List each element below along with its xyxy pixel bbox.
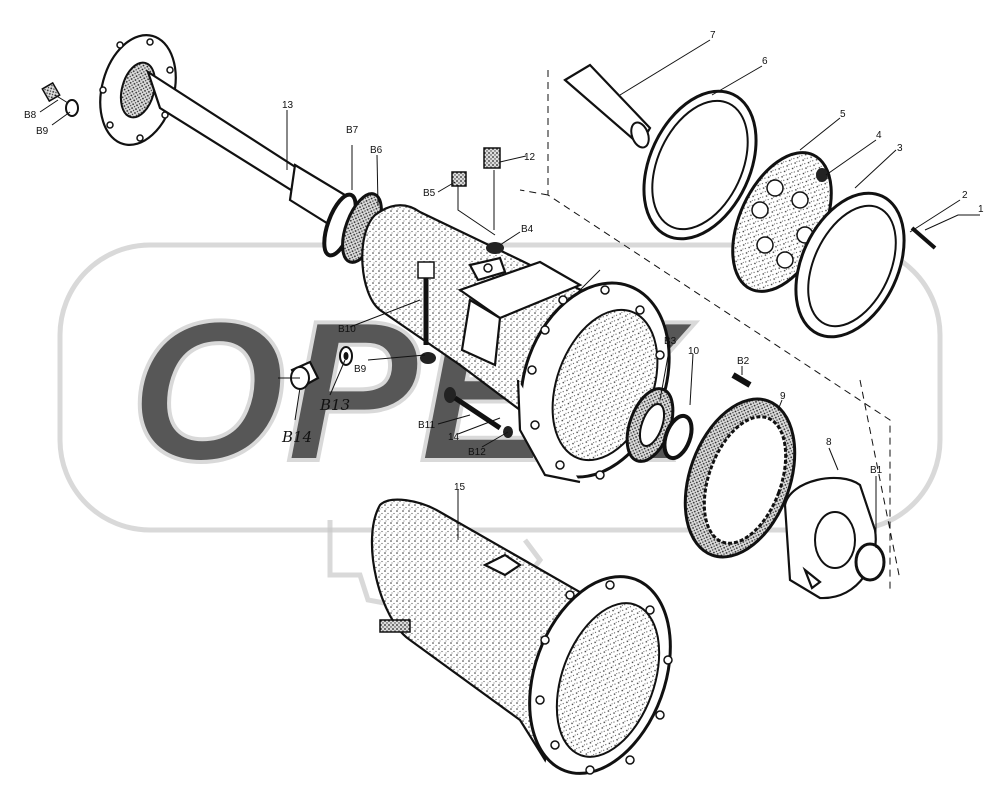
callout-5: 5: [840, 109, 846, 120]
callout-b6: B6: [370, 145, 383, 156]
callout-4: 4: [876, 130, 882, 141]
pin-b2: [731, 372, 752, 388]
callout-b14: B14: [281, 428, 312, 446]
callout-7: 7: [710, 30, 716, 41]
callout-15: 15: [454, 482, 466, 493]
callout-b11: B11: [418, 420, 435, 431]
callout-b1: B1: [870, 465, 883, 476]
callout-b9-mid: B9: [354, 364, 367, 375]
sun-gear-shaft: [563, 63, 652, 149]
callout-1: 1: [978, 204, 984, 215]
bearing-b3: [625, 387, 694, 463]
planet-carrier: [783, 476, 886, 600]
callout-b3: B3: [664, 336, 677, 347]
callout-labels: 1 2 3 4 5 6 7 8 9 10 12 13 14 15 B1 B2 B…: [24, 30, 984, 493]
bolt-b8: [41, 81, 79, 117]
callout-b9-top: B9: [36, 126, 49, 137]
outer-housing: [370, 498, 673, 775]
callout-2: 2: [962, 190, 968, 201]
leader-lines: [39, 39, 980, 548]
callout-b8: B8: [24, 110, 37, 121]
ring-gear: [683, 397, 797, 559]
callout-14: 14: [448, 432, 460, 443]
callout-b2: B2: [737, 356, 750, 367]
callout-b7: B7: [346, 125, 359, 136]
callout-b4: B4: [521, 224, 534, 235]
assembly-guide-lines: [519, 70, 901, 590]
end-ring-cover: [794, 191, 906, 339]
axle-shaft: [99, 34, 347, 232]
callout-13: 13: [282, 100, 294, 111]
callout-8: 8: [826, 437, 832, 448]
callout-9: 9: [780, 391, 786, 402]
callout-10: 10: [688, 346, 700, 357]
callout-3: 3: [897, 143, 903, 154]
pin-2: [910, 226, 937, 250]
callout-b12: B12: [468, 447, 486, 458]
callout-b5: B5: [423, 188, 436, 199]
callout-12: 12: [524, 152, 536, 163]
callout-6: 6: [762, 56, 768, 67]
bolt-b11: [444, 387, 513, 438]
callout-b13: B13: [319, 396, 350, 414]
callout-b10: B10: [338, 324, 356, 335]
plugs-b4-b5-12: [451, 147, 504, 254]
gasket: [642, 89, 758, 241]
